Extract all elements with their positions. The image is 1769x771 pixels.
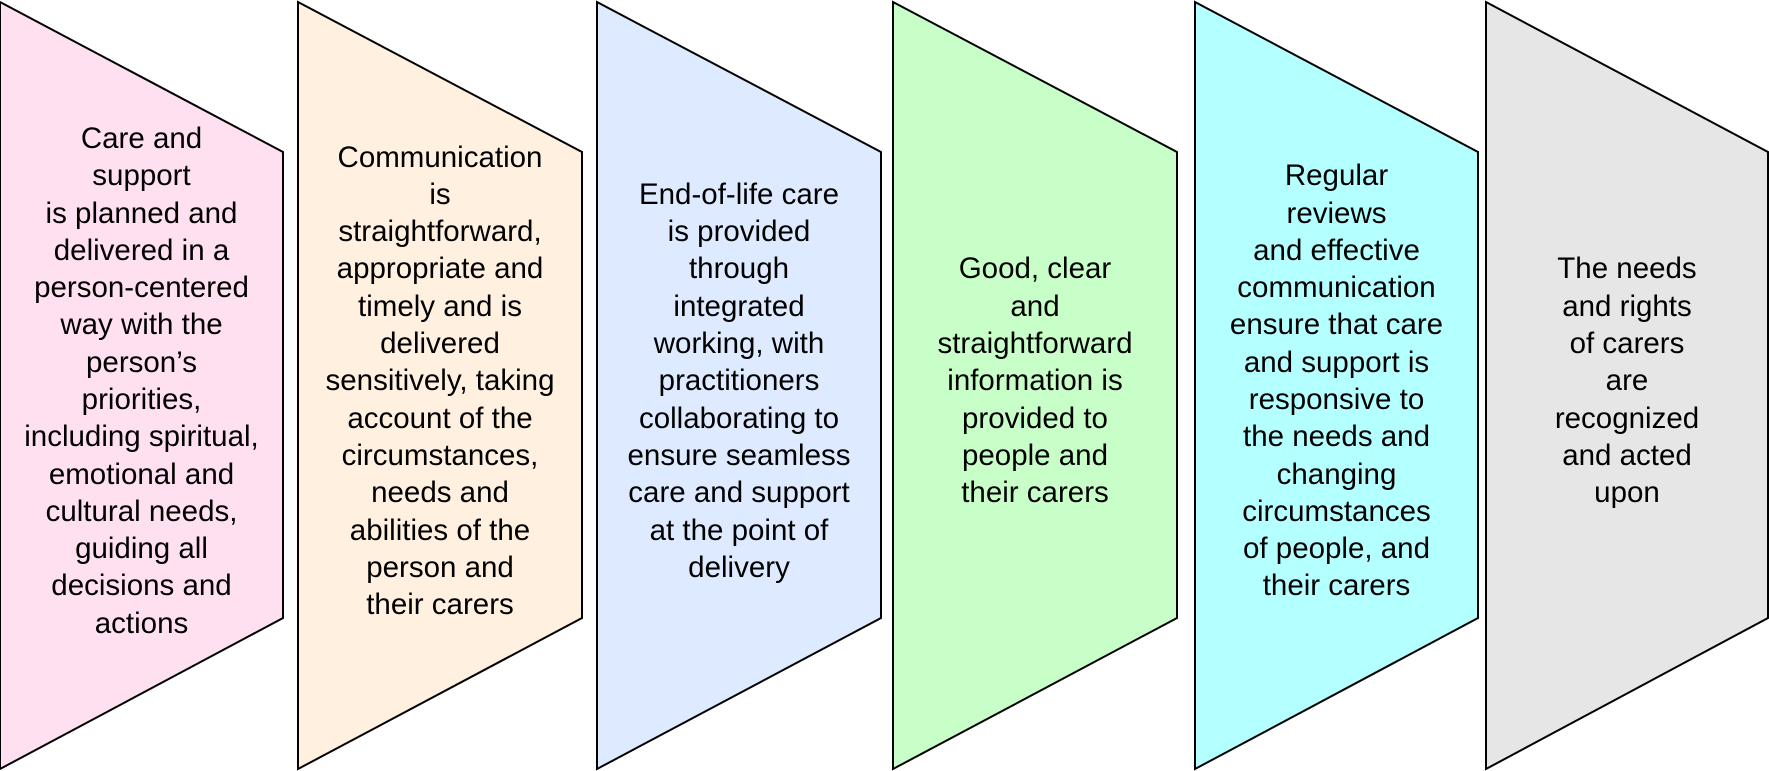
panel-label-4: Good, clear and straightforward informat…: [937, 252, 1133, 510]
panel-1-shape: [0, 0, 284, 771]
panel-5-shape: [1194, 0, 1479, 771]
panel-4-shape: [892, 0, 1178, 771]
panel-label-1: Care and support is planned and delivere…: [24, 122, 259, 640]
panel-label-6: The needs and rights of carers are recog…: [1554, 252, 1700, 510]
panel-label-2: Communication is straightforward, approp…: [325, 140, 555, 622]
panel-6-shape: [1485, 0, 1769, 771]
panel-2-shape: [297, 0, 583, 771]
panel-label-5: Regular reviews and effective communicat…: [1229, 159, 1444, 603]
panel-label-3: End-of-life care is provided through int…: [627, 177, 851, 584]
panel-3-shape: [596, 0, 882, 771]
